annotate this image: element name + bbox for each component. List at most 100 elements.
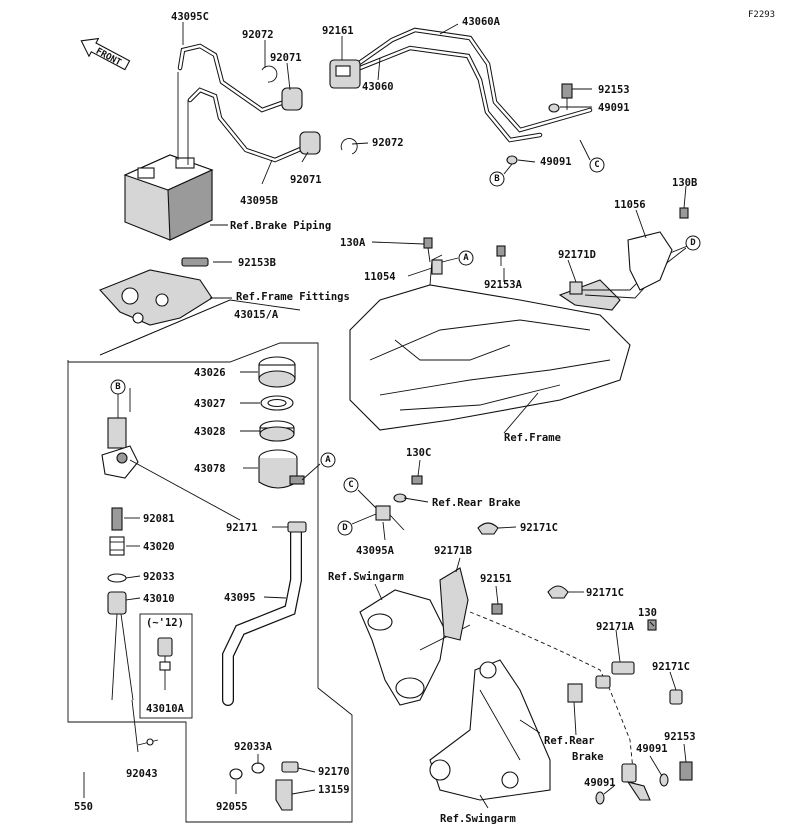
label-ref-rear-brake-2b: Brake (572, 751, 604, 763)
label-ref-swingarm-2: Ref.Swingarm (440, 813, 516, 825)
clamp-92171 (287, 521, 307, 533)
leader-lines (83, 22, 687, 809)
spring-92081 (111, 507, 123, 531)
rear-brake-hose (469, 611, 651, 801)
piston-43020 (109, 536, 125, 556)
hose-43095 (222, 524, 302, 706)
bolt-92153A (496, 245, 506, 266)
callout-D2: D (337, 513, 377, 536)
label-92033: 92033 (143, 571, 175, 583)
label-92072-mid: 92072 (372, 137, 404, 149)
bolt-92153-top (561, 83, 573, 110)
label-92170: 92170 (318, 766, 350, 778)
label-92153A: 92153A (484, 279, 523, 291)
abs-unit (123, 72, 214, 241)
front-arrow: FRONT (80, 37, 131, 71)
label-92161: 92161 (322, 25, 354, 37)
fitting-13159 (275, 779, 293, 811)
reservoir-cap-43026 (258, 356, 296, 388)
label-43027: 43027 (194, 398, 226, 410)
grommet-92071-top (281, 87, 303, 111)
label-92153-bot: 92153 (664, 731, 696, 743)
callout-C1: C (579, 139, 605, 173)
label-92071-mid: 92071 (290, 174, 322, 186)
svg-text:D: D (690, 238, 696, 248)
bracket-92171B (439, 567, 469, 641)
svg-text:A: A (325, 455, 331, 465)
label-92171C-1: 92171C (520, 522, 558, 534)
label-130B: 130B (672, 177, 697, 189)
label-92171C-3: 92171C (652, 661, 690, 673)
label-92055: 92055 (216, 801, 248, 813)
master-cylinder-body (101, 417, 241, 521)
bolt-92153-bot (679, 761, 693, 781)
washer-49091-mid (506, 155, 518, 165)
washer-49091-top (548, 103, 560, 113)
label-43078: 43078 (194, 463, 226, 475)
callout-D1: D (667, 235, 701, 263)
label-130C: 130C (406, 447, 431, 459)
label-92171C-2: 92171C (586, 587, 624, 599)
svg-text:A: A (463, 253, 469, 263)
callout-A2: A (301, 452, 336, 481)
diaphragm-43027 (260, 395, 294, 411)
label-92043: 92043 (126, 768, 158, 780)
bracket-rear-brake (567, 683, 583, 703)
label-11054: 11054 (364, 271, 396, 283)
bolt-130 (647, 619, 657, 631)
label-49091-bot1: 49091 (636, 743, 668, 755)
callout-B1: B (489, 163, 513, 187)
label-92072-top: 92072 (242, 29, 274, 41)
bolt-130A (423, 237, 433, 263)
label-43060: 43060 (362, 81, 394, 93)
part-labels: 43095C 92072 92071 92161 43060A 43060 92… (74, 11, 697, 825)
label-49091-mid: 49091 (540, 156, 572, 168)
clamp-92171C-2 (547, 585, 569, 599)
circlip-92033 (107, 573, 127, 583)
label-92081: 92081 (143, 513, 175, 525)
clamp-92171D (569, 281, 583, 295)
washer-49091-bot2 (595, 791, 605, 805)
oring-92055 (229, 768, 243, 780)
swingarm-upper (359, 589, 471, 706)
label-92153B: 92153B (238, 257, 276, 269)
label-43095B: 43095B (240, 195, 278, 207)
joint-92161 (329, 59, 361, 89)
label-92153-top: 92153 (598, 84, 630, 96)
bracket-11056 (627, 231, 673, 291)
label-43028: 43028 (194, 426, 226, 438)
callout-C2: C (343, 477, 377, 509)
swingarm-lower (429, 659, 551, 801)
svg-text:B: B (494, 174, 500, 184)
frame (349, 244, 691, 431)
grommet-92071-mid (299, 131, 321, 155)
label-ref-frame-fittings: Ref.Frame Fittings (236, 291, 350, 303)
frame-fitting-bracket (99, 269, 213, 326)
nut-92151 (491, 603, 503, 615)
svg-text:C: C (348, 480, 353, 490)
label-43095: 43095 (224, 592, 256, 604)
label-130: 130 (638, 607, 657, 619)
label-43095C: 43095C (171, 11, 209, 23)
label-92171A: 92171A (596, 621, 635, 633)
joint-43095A (375, 505, 405, 531)
label-ref-swingarm-1: Ref.Swingarm (328, 571, 404, 583)
group-outline (67, 299, 353, 823)
label-49091-bot2: 49091 (584, 777, 616, 789)
label-92071-top: 92071 (270, 52, 302, 64)
hose-clamp-92171A (611, 661, 635, 675)
clamp-92170 (281, 761, 299, 773)
circlip-92033A (251, 762, 265, 774)
label-ref-rear-brake-2: Ref.Rear (544, 735, 595, 747)
bolt-130C (411, 475, 423, 485)
label-11056: 11056 (614, 199, 646, 211)
clamp-11054 (431, 259, 443, 275)
clamp-92171C-3 (669, 689, 683, 705)
label-43020: 43020 (143, 541, 175, 553)
label-92033A: 92033A (234, 741, 273, 753)
callout-A1: A (441, 250, 474, 266)
label-92151: 92151 (480, 573, 512, 585)
label-43026: 43026 (194, 367, 226, 379)
figure-code: F2293 (748, 10, 775, 20)
